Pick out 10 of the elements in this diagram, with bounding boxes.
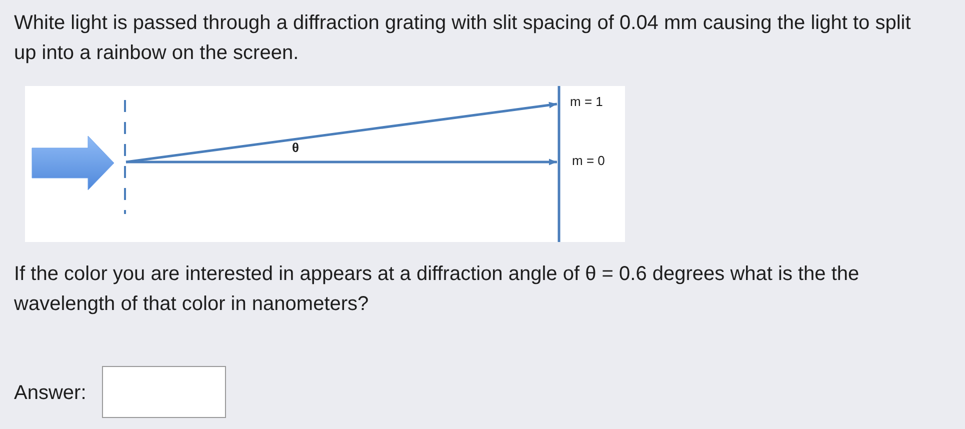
question-text: If the color you are interested in appears at a diffraction angle of θ = 0.6 degrees what is the the wavelength of that color in nanometers? bbox=[14, 262, 860, 317]
light-ray-arrow bbox=[126, 102, 558, 164]
order-label: m = 0 bbox=[572, 153, 605, 168]
block-arrow bbox=[32, 136, 114, 190]
angle-label: θ bbox=[292, 140, 300, 155]
question-text: White light is passed through a diffraction grating with slit spacing of 0.04 mm causing the light to split up into a rainbow on the screen. bbox=[14, 11, 912, 66]
order-label: m = 1 bbox=[570, 94, 603, 109]
light-ray-arrow bbox=[126, 158, 557, 166]
answer-label: Answer: bbox=[14, 381, 86, 406]
screen bbox=[558, 86, 560, 242]
